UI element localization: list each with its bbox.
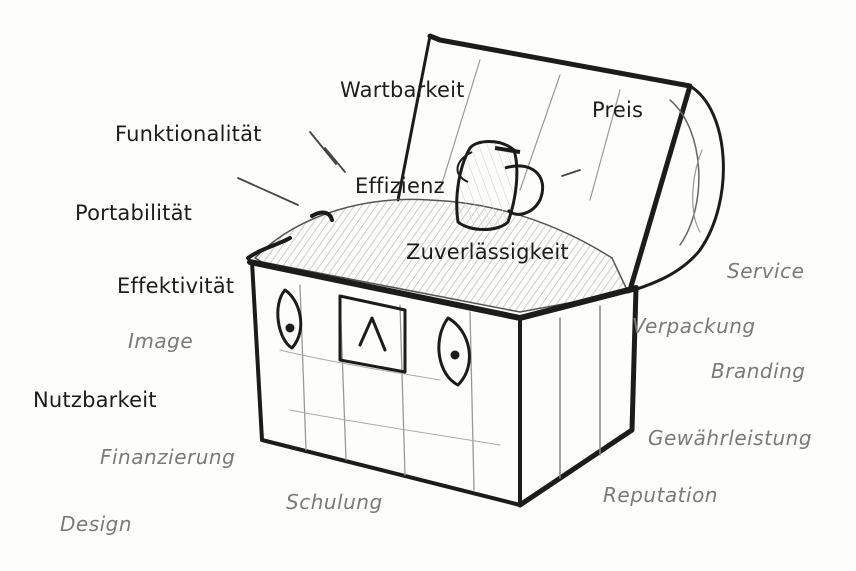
label-gewaehrleistung: Gewährleistung [648,426,813,450]
label-effizienz: Effizienz [355,174,445,198]
label-verpackung: Verpackung [632,314,756,338]
label-service: Service [727,259,805,283]
label-portabilitaet: Portabilität [75,201,193,225]
label-effektivitaet: Effektivität [117,274,235,298]
label-schulung: Schulung [286,490,383,514]
label-preis: Preis [592,98,644,122]
label-branding: Branding [711,359,806,383]
label-image: Image [128,329,194,353]
label-zuverlaessigkeit: Zuverlässigkeit [406,240,569,264]
chest-body [246,210,639,508]
label-nutzbarkeit: Nutzbarkeit [33,388,157,412]
chest-lid [396,33,725,294]
chest-contents [253,140,630,313]
label-reputation: Reputation [603,483,718,507]
sparkle-lines [237,131,581,206]
label-funktionalitaet: Funktionalität [115,122,262,146]
label-finanzierung: Finanzierung [100,445,236,469]
label-design: Design [60,512,133,536]
label-wartbarkeit: Wartbarkeit [340,78,465,102]
